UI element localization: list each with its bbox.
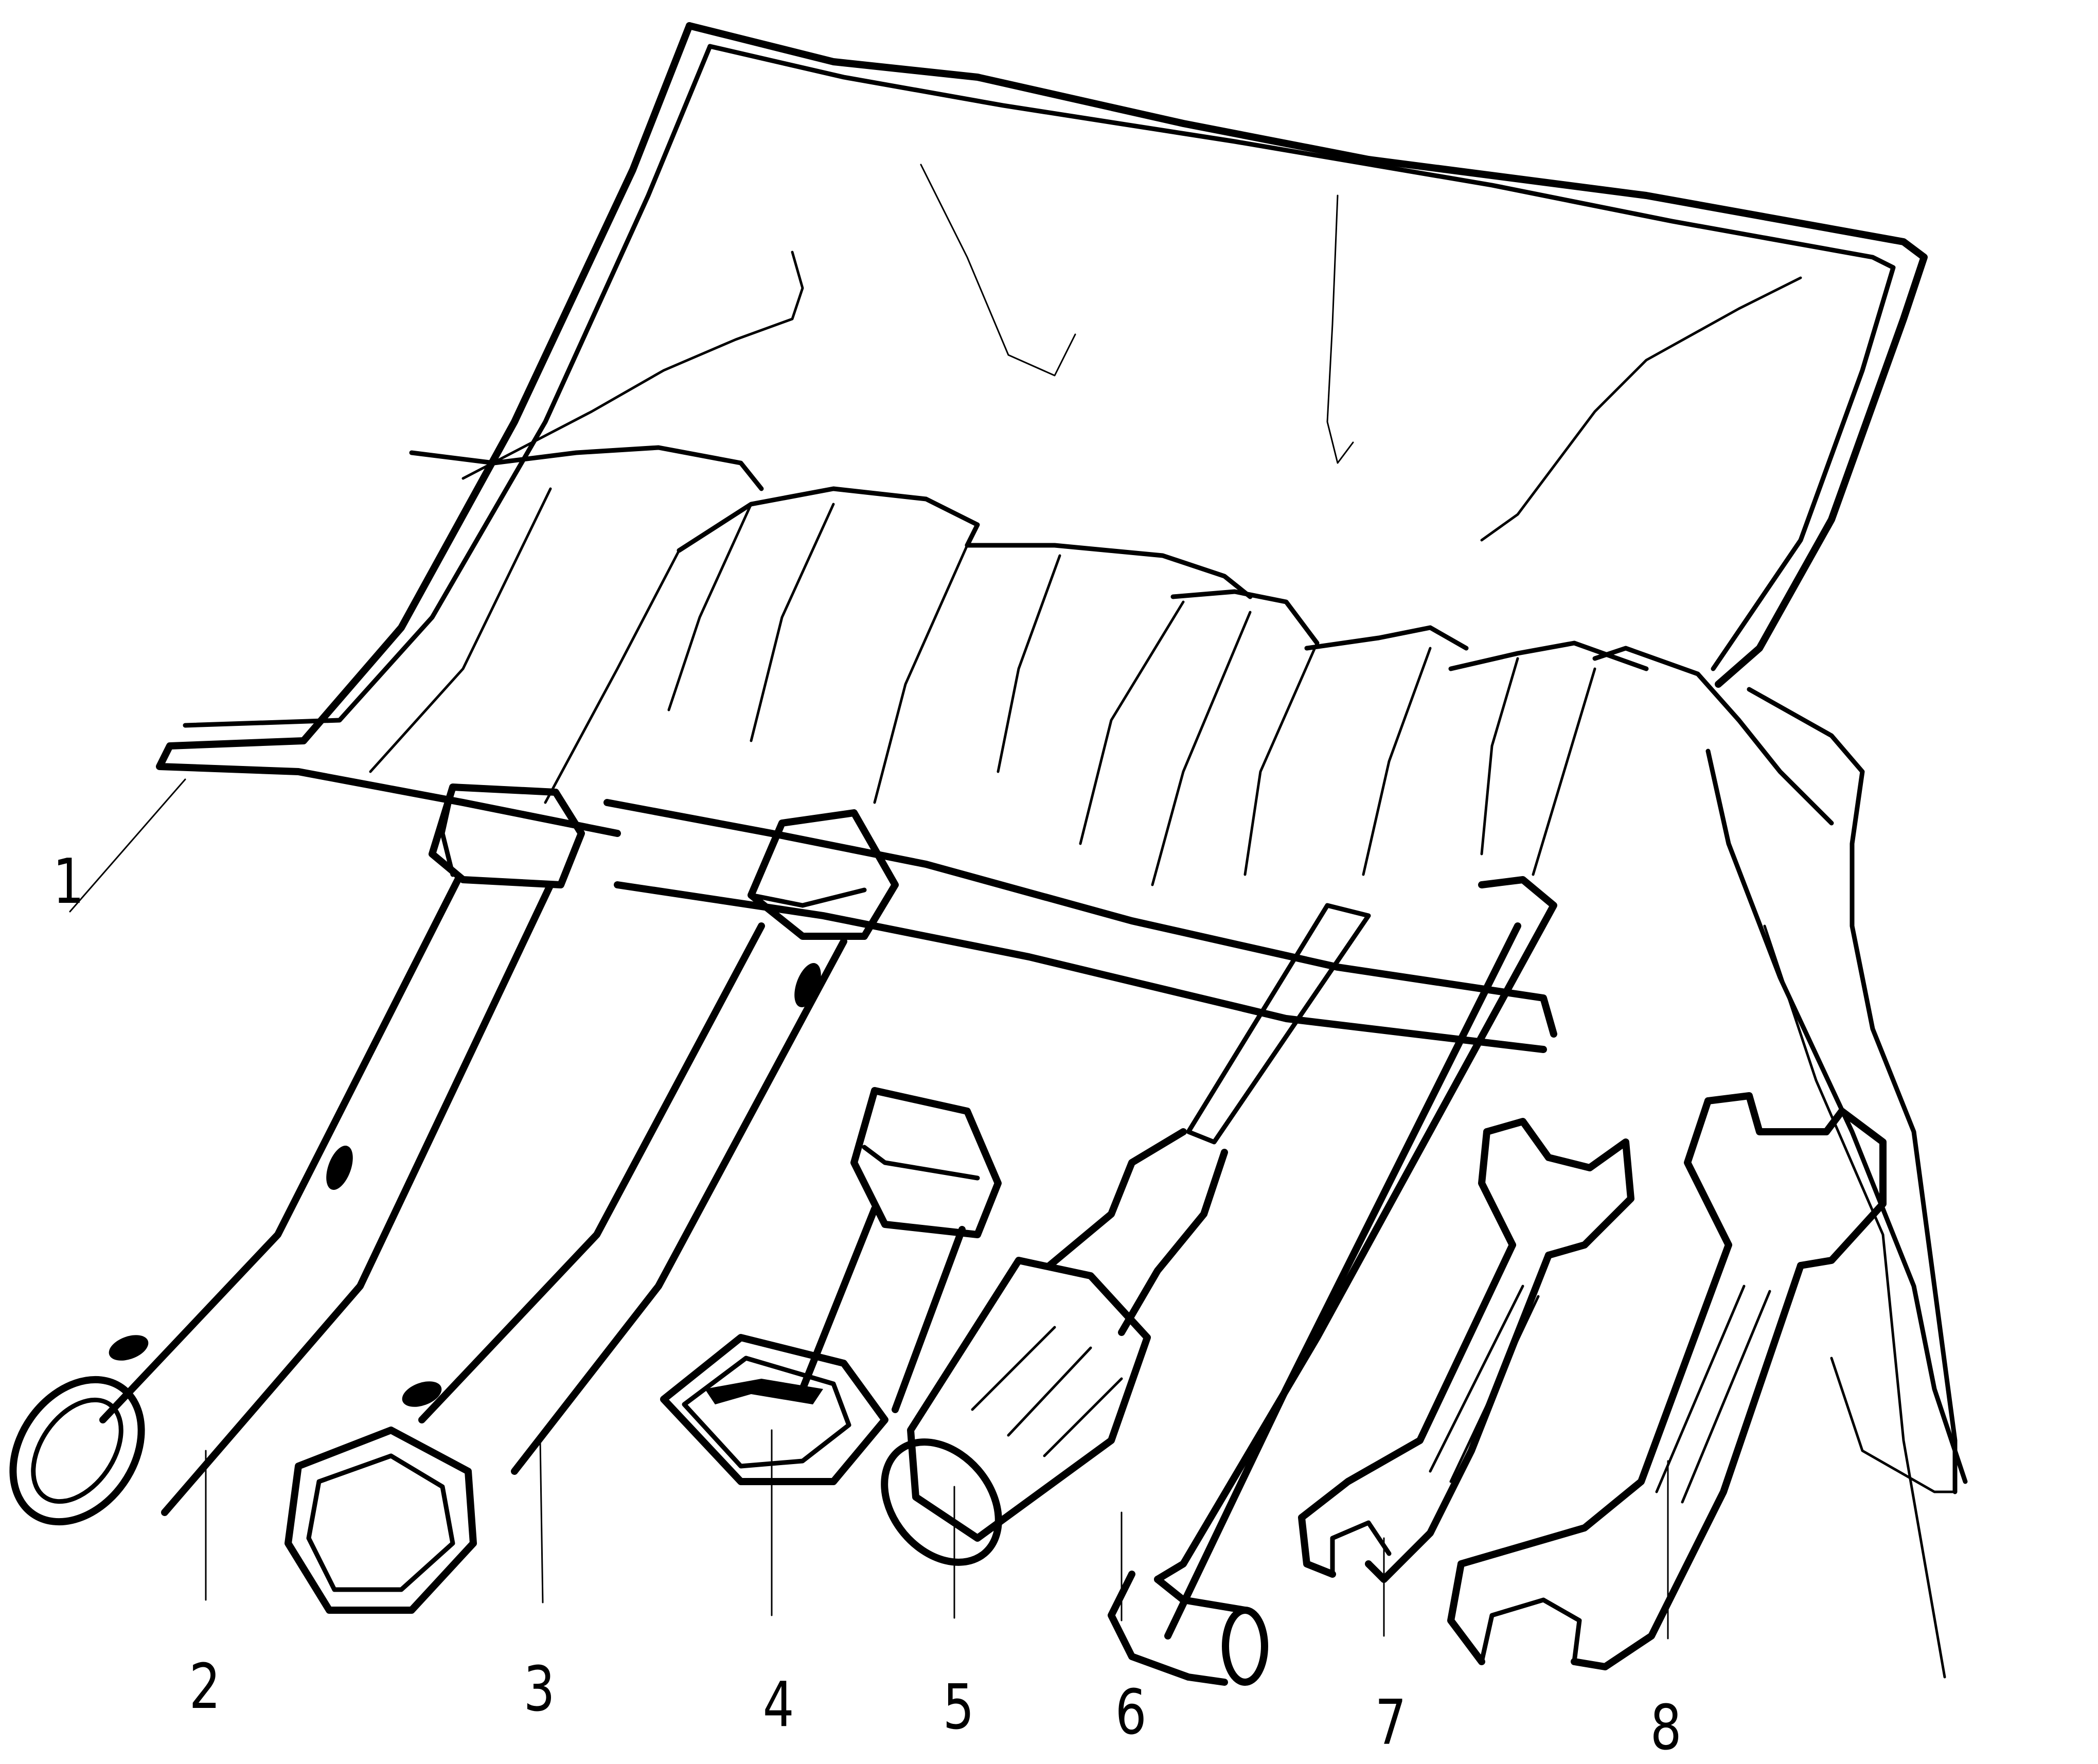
- callout-5: 5: [943, 1672, 974, 1743]
- callout-8: 8: [1650, 1692, 1682, 1764]
- callout-4: 4: [762, 1669, 794, 1741]
- callout-3: 3: [523, 1654, 555, 1725]
- tommy-bar-icon: [1108, 876, 1557, 1686]
- leader-lines: [69, 778, 1669, 1640]
- callout-1: 1: [52, 846, 84, 918]
- screwdriver-icon: [881, 903, 1371, 1566]
- tubular-spanner-round-icon: [9, 783, 585, 1526]
- pouch-icon: [156, 22, 1968, 1679]
- tubular-spanner-hex-icon: [285, 809, 899, 1614]
- callout-2: 2: [189, 1651, 221, 1723]
- small-wrench-icon: [1298, 1118, 1634, 1583]
- large-wrench-icon: [1447, 1092, 1887, 1670]
- hex-adapter-icon: [660, 1087, 1002, 1485]
- callout-6: 6: [1115, 1677, 1147, 1749]
- callout-7: 7: [1375, 1687, 1407, 1759]
